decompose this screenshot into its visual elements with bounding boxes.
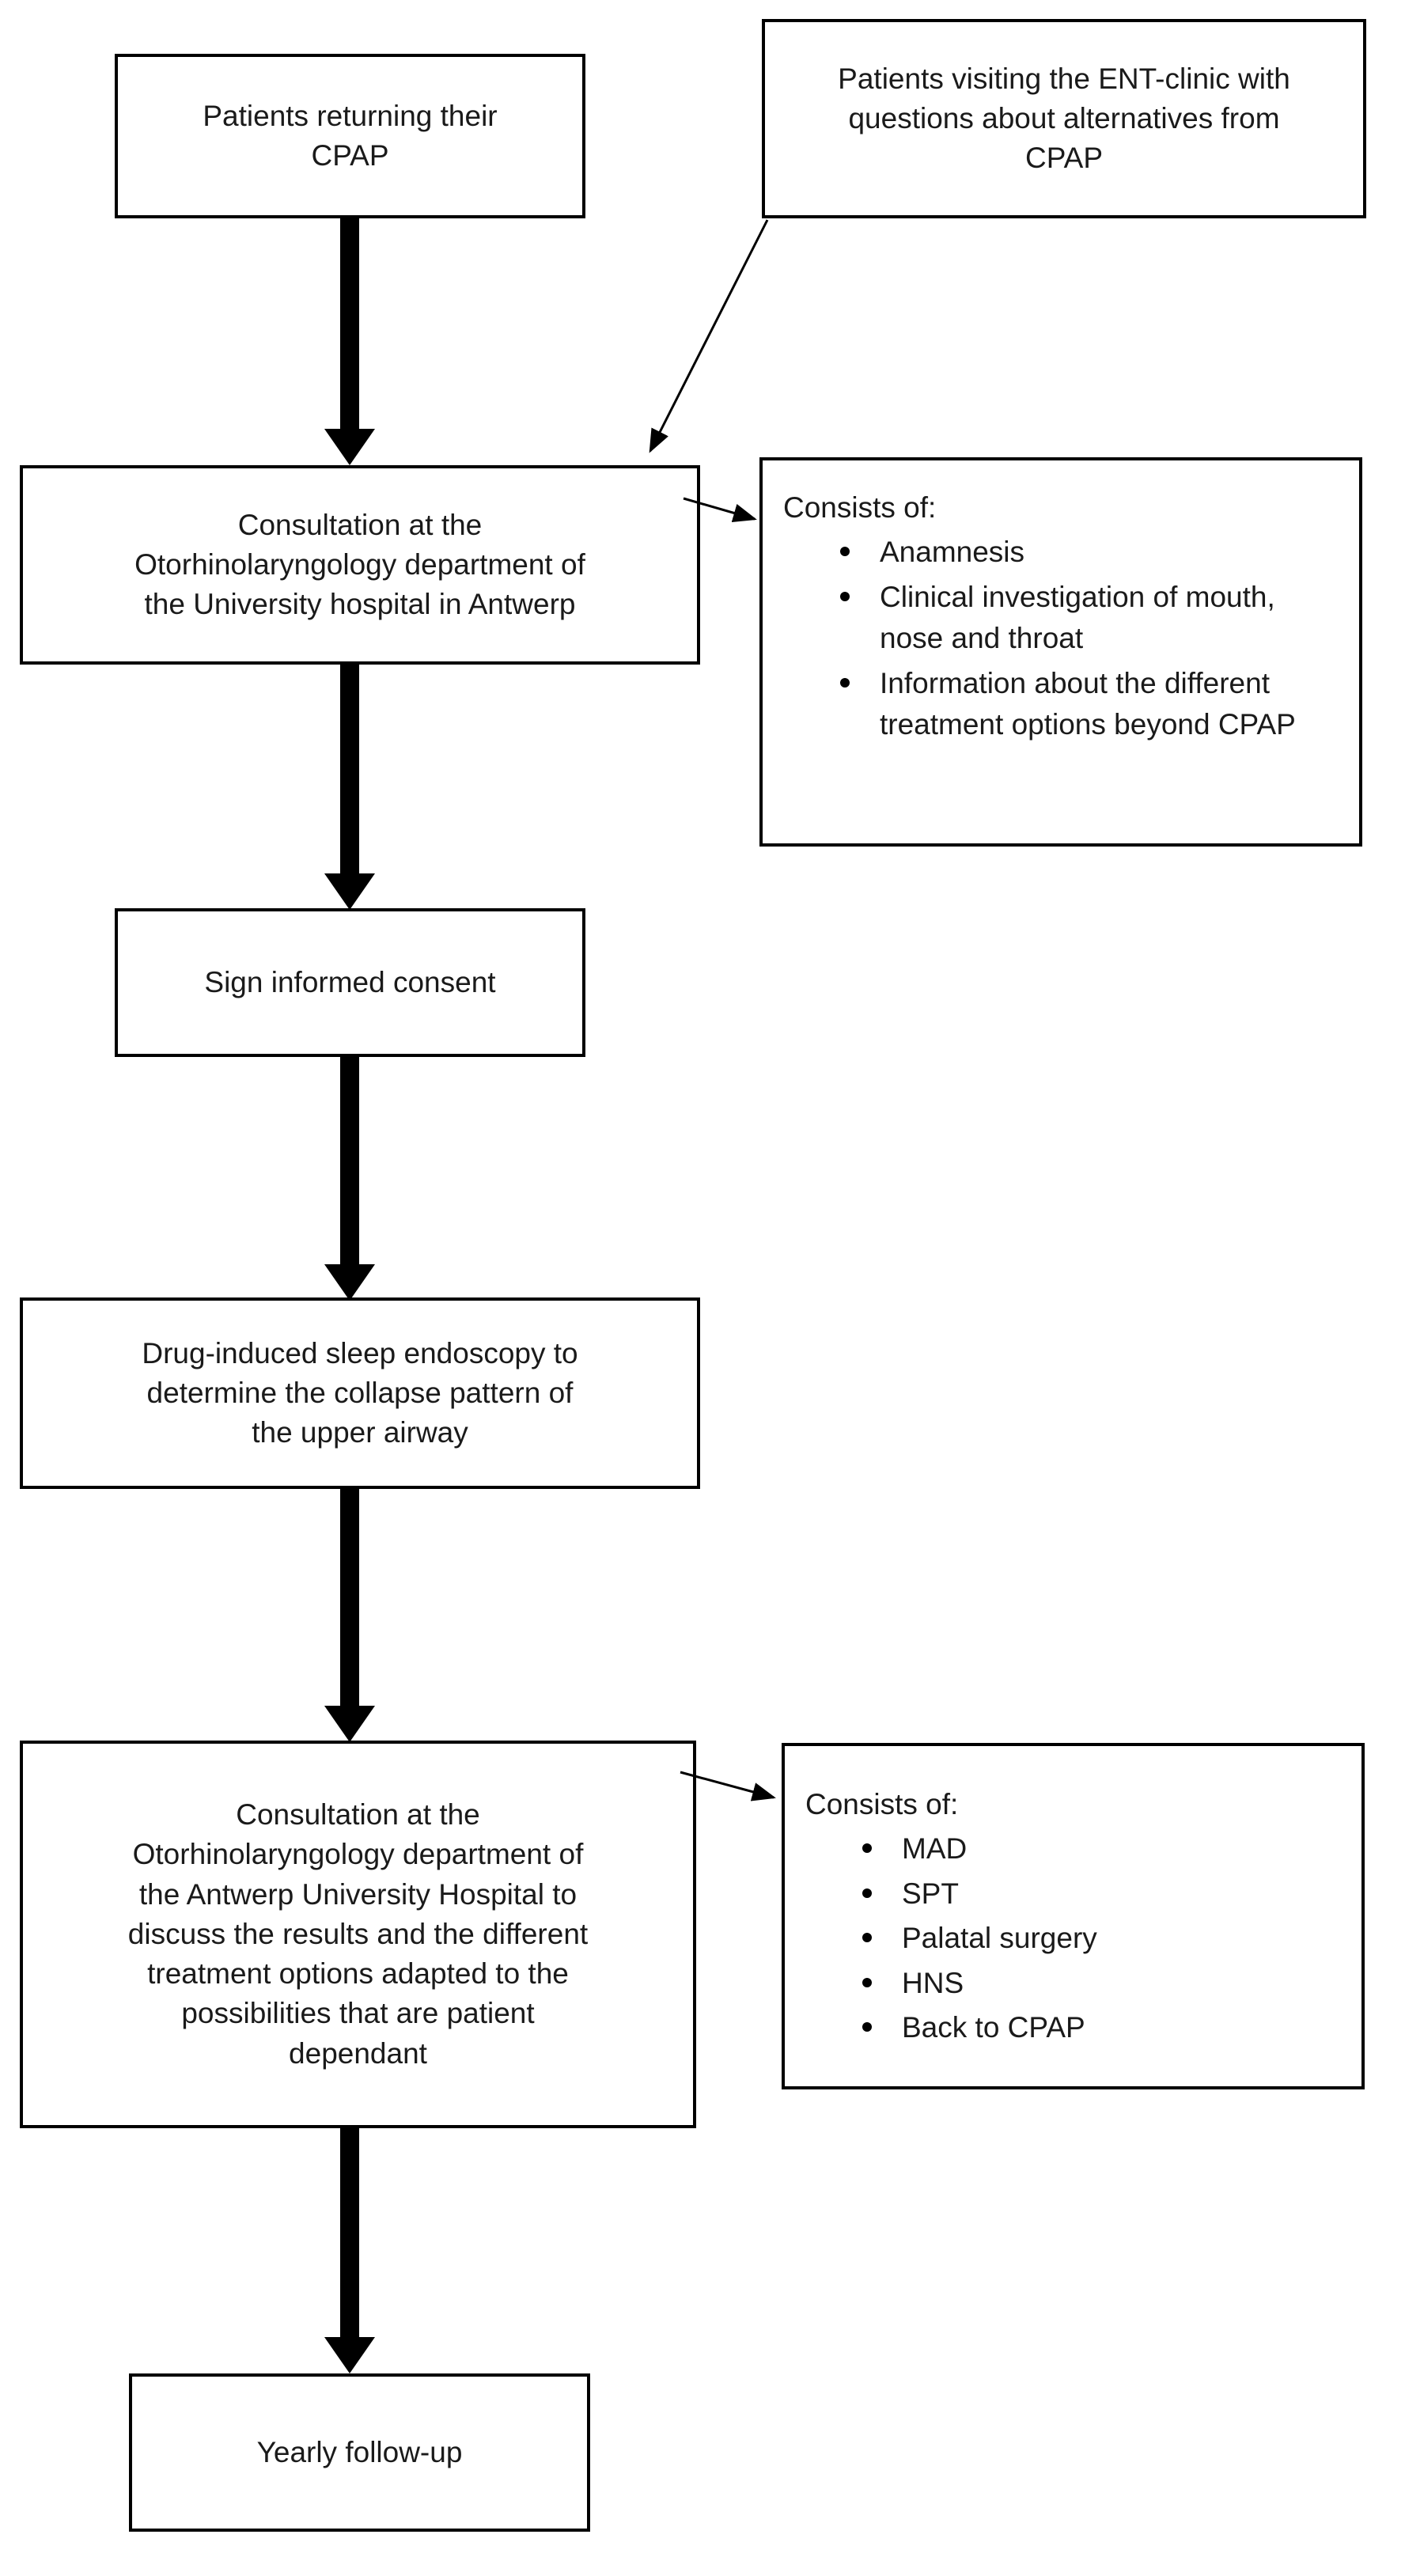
list-item: Palatal surgery bbox=[858, 1918, 1347, 1960]
panel-consists-of-consultation[interactable]: Consists of: Anamnesis Clinical investig… bbox=[759, 457, 1362, 847]
arrow-consultation-to-consists-of bbox=[683, 497, 757, 523]
list-item-label: Clinical investigation of mouth, nose an… bbox=[880, 580, 1275, 655]
bullet-icon bbox=[862, 1888, 872, 1898]
panel-title: Consists of: bbox=[783, 491, 937, 524]
list-item-label: SPT bbox=[902, 1877, 959, 1910]
panel-title: Consists of: bbox=[805, 1788, 959, 1820]
node-label: Patients returning their CPAP bbox=[203, 99, 498, 172]
bullet-icon bbox=[840, 547, 850, 557]
list-item: Information about the different treatmen… bbox=[835, 663, 1345, 746]
bullet-icon bbox=[862, 1933, 872, 1943]
node-consultation-university-hospital-antwerp[interactable]: Consultation at the Otorhinolaryngology … bbox=[20, 465, 700, 665]
list-item: Anamnesis bbox=[835, 532, 1345, 574]
node-label: Yearly follow-up bbox=[256, 2435, 463, 2468]
list-item: Back to CPAP bbox=[858, 2007, 1347, 2049]
panel-item-list: Anamnesis Clinical investigation of mout… bbox=[783, 532, 1345, 749]
list-item-label: HNS bbox=[902, 1966, 964, 1999]
list-item-label: Anamnesis bbox=[880, 536, 1025, 569]
list-item: Clinical investigation of mouth, nose an… bbox=[835, 577, 1345, 660]
panel-item-list: MAD SPT Palatal surgery HNS Back to CPAP bbox=[805, 1828, 1347, 2052]
node-patients-visiting-ent-clinic[interactable]: Patients visiting the ENT-clinic with qu… bbox=[762, 19, 1366, 218]
node-sign-informed-consent[interactable]: Sign informed consent bbox=[115, 908, 585, 1057]
list-item-label: Information about the different treatmen… bbox=[880, 666, 1296, 741]
arrow-dise-to-consultation-2 bbox=[320, 1487, 379, 1742]
bullet-icon bbox=[862, 2022, 872, 2032]
arrow-consultation-2-to-yearly-followup bbox=[320, 2127, 379, 2373]
list-item-label: Palatal surgery bbox=[902, 1922, 1097, 1955]
arrow-informed-consent-to-dise bbox=[320, 1055, 379, 1301]
bullet-icon bbox=[862, 1977, 872, 1987]
list-item-label: MAD bbox=[902, 1832, 968, 1866]
arrow-ent-clinic-to-consultation bbox=[649, 219, 769, 453]
arrow-consultation-2-to-consists-of bbox=[680, 1771, 776, 1801]
bullet-icon bbox=[840, 591, 850, 601]
node-label: Consultation at the Otorhinolaryngology … bbox=[127, 1798, 589, 2070]
node-yearly-followup[interactable]: Yearly follow-up bbox=[129, 2373, 590, 2532]
list-item: SPT bbox=[858, 1873, 1347, 1915]
panel-consists-of-treatments[interactable]: Consists of: MAD SPT Palatal surgery HNS… bbox=[782, 1743, 1365, 2089]
bullet-icon bbox=[862, 1843, 872, 1854]
node-label: Sign informed consent bbox=[204, 965, 496, 998]
list-item-label: Back to CPAP bbox=[902, 2011, 1085, 2044]
node-drug-induced-sleep-endoscopy[interactable]: Drug-induced sleep endoscopy to determin… bbox=[20, 1297, 700, 1489]
list-item: MAD bbox=[858, 1828, 1347, 1870]
arrow-consultation-to-informed-consent bbox=[320, 663, 379, 910]
node-consultation-antwerp-university-hospital[interactable]: Consultation at the Otorhinolaryngology … bbox=[20, 1741, 696, 2128]
bullet-icon bbox=[840, 677, 850, 688]
node-label: Consultation at the Otorhinolaryngology … bbox=[134, 508, 585, 621]
arrow-returning-cpap-to-consultation bbox=[320, 218, 379, 465]
node-patients-returning-cpap[interactable]: Patients returning their CPAP bbox=[115, 54, 585, 218]
node-label: Patients visiting the ENT-clinic with qu… bbox=[838, 62, 1290, 175]
list-item: HNS bbox=[858, 1963, 1347, 2005]
node-label: Drug-induced sleep endoscopy to determin… bbox=[142, 1336, 578, 1449]
